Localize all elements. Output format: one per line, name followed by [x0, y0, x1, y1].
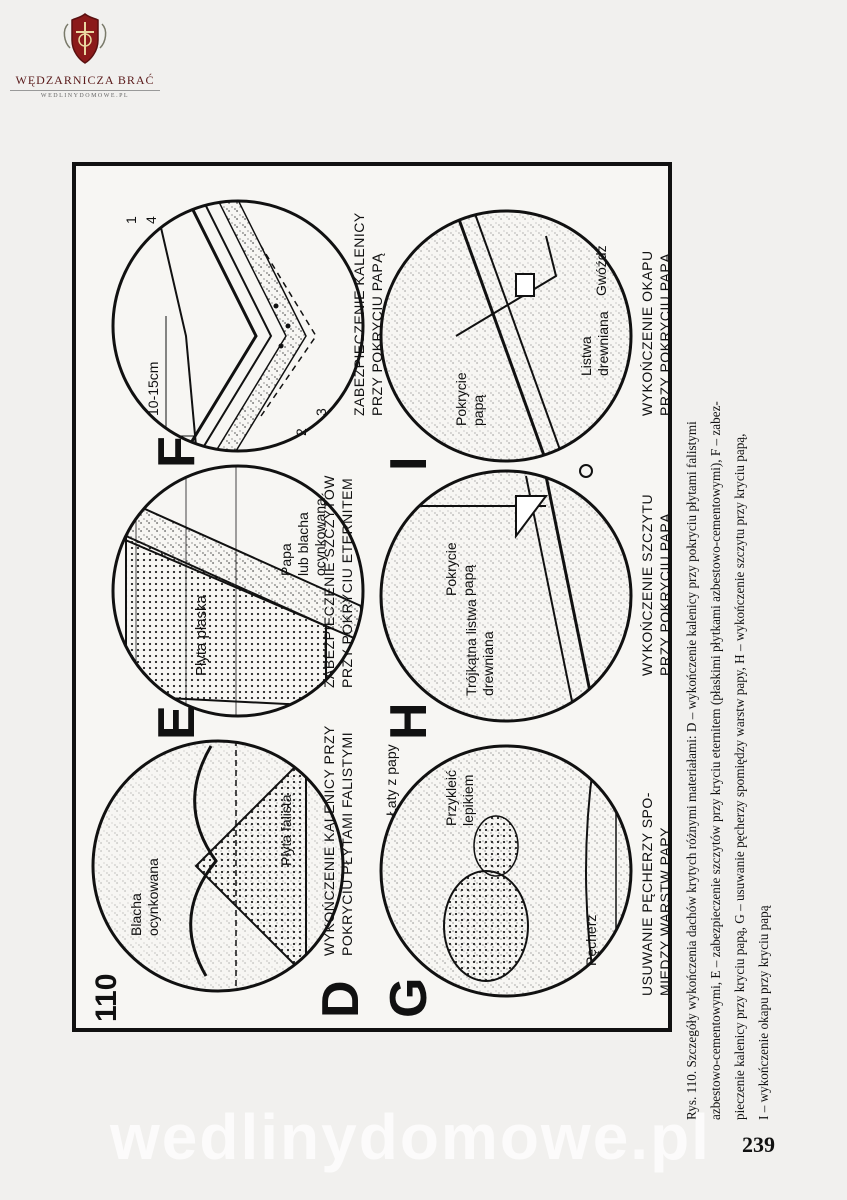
panel-i-label: Gwóźdź: [593, 245, 609, 296]
panel-i-title: WYKOŃCZENIE OKAPU: [639, 250, 655, 416]
panel-e-label: Płyta płaska: [193, 594, 210, 676]
panel-i-letter: I: [380, 457, 438, 471]
panel-e-letter: E: [148, 705, 206, 740]
panel-e-label: ocynkowana: [312, 498, 328, 576]
panel-i-label: Listwa: [578, 336, 594, 376]
panel-i-label: drewniana: [595, 311, 611, 376]
panel-h-label: drewniana: [480, 631, 496, 696]
panel-d-drawing: [91, 739, 345, 993]
panel-i-label: Pokrycie: [453, 372, 469, 426]
panel-f-drawing: [111, 199, 365, 453]
coat-of-arms-icon: [63, 13, 107, 64]
panel-g-label: Łaty z papy: [383, 744, 399, 816]
caption-line: azbestowo-cementowymi, E – zabezpieczeni…: [708, 401, 723, 1120]
figure-caption: Rys. 110. Szczegóły wykończenia dachów k…: [680, 120, 830, 1120]
panel-g-label: lepikiem: [460, 775, 476, 826]
panel-h-letter: H: [380, 702, 438, 740]
panel-g-title: MIĘDZY WARSTW PAPY: [657, 827, 672, 996]
panel-g-label: Pęcherz: [583, 915, 599, 966]
publisher-logo: WĘDZARNICZA BRAĆ WEDLINYDOMOWE.PL: [10, 10, 160, 100]
figure-number: 110: [90, 974, 123, 1022]
panel-e-title: ZABEZPIECZENIE SZCZYTÓW: [321, 475, 337, 688]
panel-f-label: 1: [123, 216, 139, 224]
panel-h-drawing: [379, 464, 633, 723]
panel-f-label: 10-15cm: [145, 362, 161, 416]
panel-i-title: PRZY POKRYCIU PAPĄ: [657, 253, 672, 416]
panel-h-label: Pokrycie: [443, 542, 459, 596]
panel-f-label: 4: [143, 216, 159, 224]
panel-g-label: Przykleić: [443, 770, 459, 826]
caption-line: I – wykończenie okapu przy kryciu papą: [756, 905, 771, 1120]
caption-line: Rys. 110. Szczegóły wykończenia dachów k…: [684, 421, 699, 1120]
figure-110: 110 D E F G H I Blacha ocynkowana Płyta …: [72, 162, 672, 1032]
logo-url: WEDLINYDOMOWE.PL: [10, 90, 160, 99]
panel-e-label: lub blacha: [295, 512, 311, 576]
panel-d-title: WYKOŃCZENIE KALENICY PRZY: [321, 725, 337, 956]
panel-f-title: ZABEZPIECZENIE KALENICY: [351, 212, 367, 416]
panel-d-label: Blacha: [128, 893, 144, 936]
panel-h-label: Trójkątna listwa: [463, 599, 479, 696]
figure-drawing: 110 D E F G H I Blacha ocynkowana Płyta …: [90, 199, 672, 1022]
panel-g-letter: G: [380, 978, 438, 1018]
panel-f-title: PRZY POKRYCIU PAPĄ: [369, 253, 385, 416]
panel-e-label: Papa: [278, 543, 294, 576]
panel-g-title: USUWANIE PĘCHERZY SPO-: [639, 792, 655, 996]
panel-f-label: 3: [313, 408, 329, 416]
panel-i-drawing: [379, 209, 633, 463]
panel-h-label: papą: [460, 565, 476, 596]
panel-h-title: PRZY POKRYCIU PAPĄ: [657, 513, 672, 676]
panel-d-label: Płyta falista: [278, 794, 294, 866]
panel-h-title: WYKOŃCZENIE SZCZYTU: [639, 494, 655, 676]
panel-i-label: papą: [470, 395, 486, 426]
watermark: wedlinydomowe.pl: [110, 1101, 711, 1173]
panel-d-title: POKRYCIU PŁYTAMI FALISTYMI: [339, 732, 355, 956]
caption-line: pieczenie kalenicy przy kryciu papą, G –…: [732, 433, 747, 1120]
panel-f-label: 2: [293, 428, 309, 436]
panel-f-letter: F: [148, 436, 206, 468]
logo-name: WĘDZARNICZA BRAĆ: [15, 73, 155, 87]
panel-d-label: ocynkowana: [145, 858, 161, 936]
panel-d-letter: D: [312, 980, 370, 1018]
panel-e-title: PRZY POKRYCIU ETERNITEM: [339, 478, 355, 688]
page-number: 239: [742, 1132, 775, 1157]
panel-g-drawing: [379, 744, 633, 998]
